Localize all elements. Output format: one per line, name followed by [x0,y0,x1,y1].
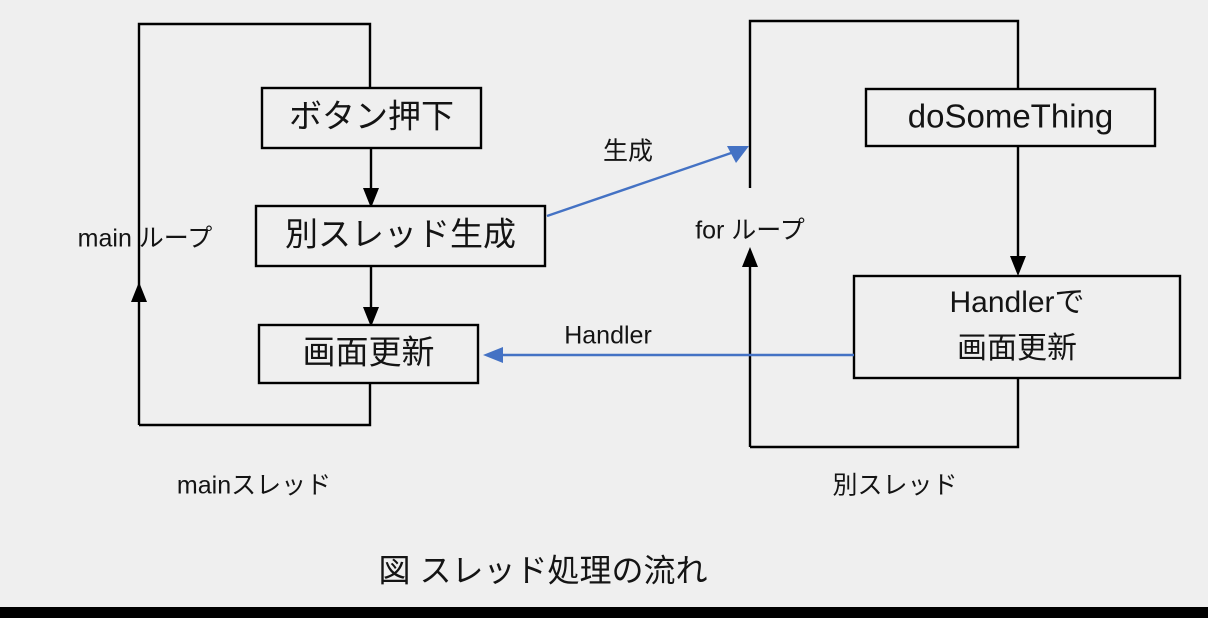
node-do-something[interactable]: doSomeThing [864,87,1157,148]
node-spawn-thread-box [254,204,547,268]
main-loop-line [137,22,372,425]
node-handler-update-label-line2: 画面更新 [957,332,1077,365]
edge-spawn-to-worker-label: 生成 [603,138,653,166]
node-handler-update-label-line1: Handlerで [949,286,1084,319]
node-button-press-label: ボタン押下 [289,98,454,135]
edge-spawn-to-worker-line [546,149,738,218]
lane-label-worker: 別スレッド [832,472,957,500]
main-loop-return-line [139,383,372,427]
main-loop-path [131,22,372,427]
node-do-something-label: doSomeThing [908,98,1113,135]
main-loop-label: main ループ [78,225,213,253]
edge-dosomething-to-handler [1010,146,1026,276]
edge-handler-to-screen: Handler [483,322,854,363]
main-loop-arrow-head [131,282,147,302]
node-screen-update[interactable]: 画面更新 [257,323,480,385]
node-do-something-box [864,87,1157,148]
node-spawn-thread-label: 別スレッド生成 [285,216,516,253]
edge-button-to-spawn-arrow-head [363,188,379,208]
for-loop-arrow-head [742,247,758,267]
node-screen-update-label: 画面更新 [303,334,435,371]
edge-spawn-to-worker-arrow-head [727,146,749,163]
for-loop-path [742,19,1020,449]
node-button-press[interactable]: ボタン押下 [260,86,483,150]
edge-spawn-to-screen-arrow-head [363,307,379,327]
edge-button-to-spawn [363,148,379,208]
node-spawn-thread[interactable]: 別スレッド生成 [254,204,547,268]
node-handler-update[interactable]: Handlerで 画面更新 [852,274,1182,380]
node-screen-update-box [257,323,480,385]
edge-spawn-to-worker: 生成 [546,138,749,218]
edge-spawn-to-screen [363,266,379,327]
edge-dosomething-to-handler-arrow-head [1010,256,1026,276]
node-button-press-box [260,86,483,150]
bottom-bar [0,607,1208,618]
edge-handler-to-screen-label: Handler [564,322,652,350]
lane-label-main: mainスレッド [177,472,331,500]
node-handler-update-box [852,274,1182,380]
for-loop-line [748,19,1020,188]
for-loop-label: for ループ [695,217,805,245]
figure-caption: 図 スレッド処理の流れ [379,552,708,588]
edge-handler-to-screen-arrow-head [483,347,503,363]
for-loop-return-line [750,378,1020,449]
